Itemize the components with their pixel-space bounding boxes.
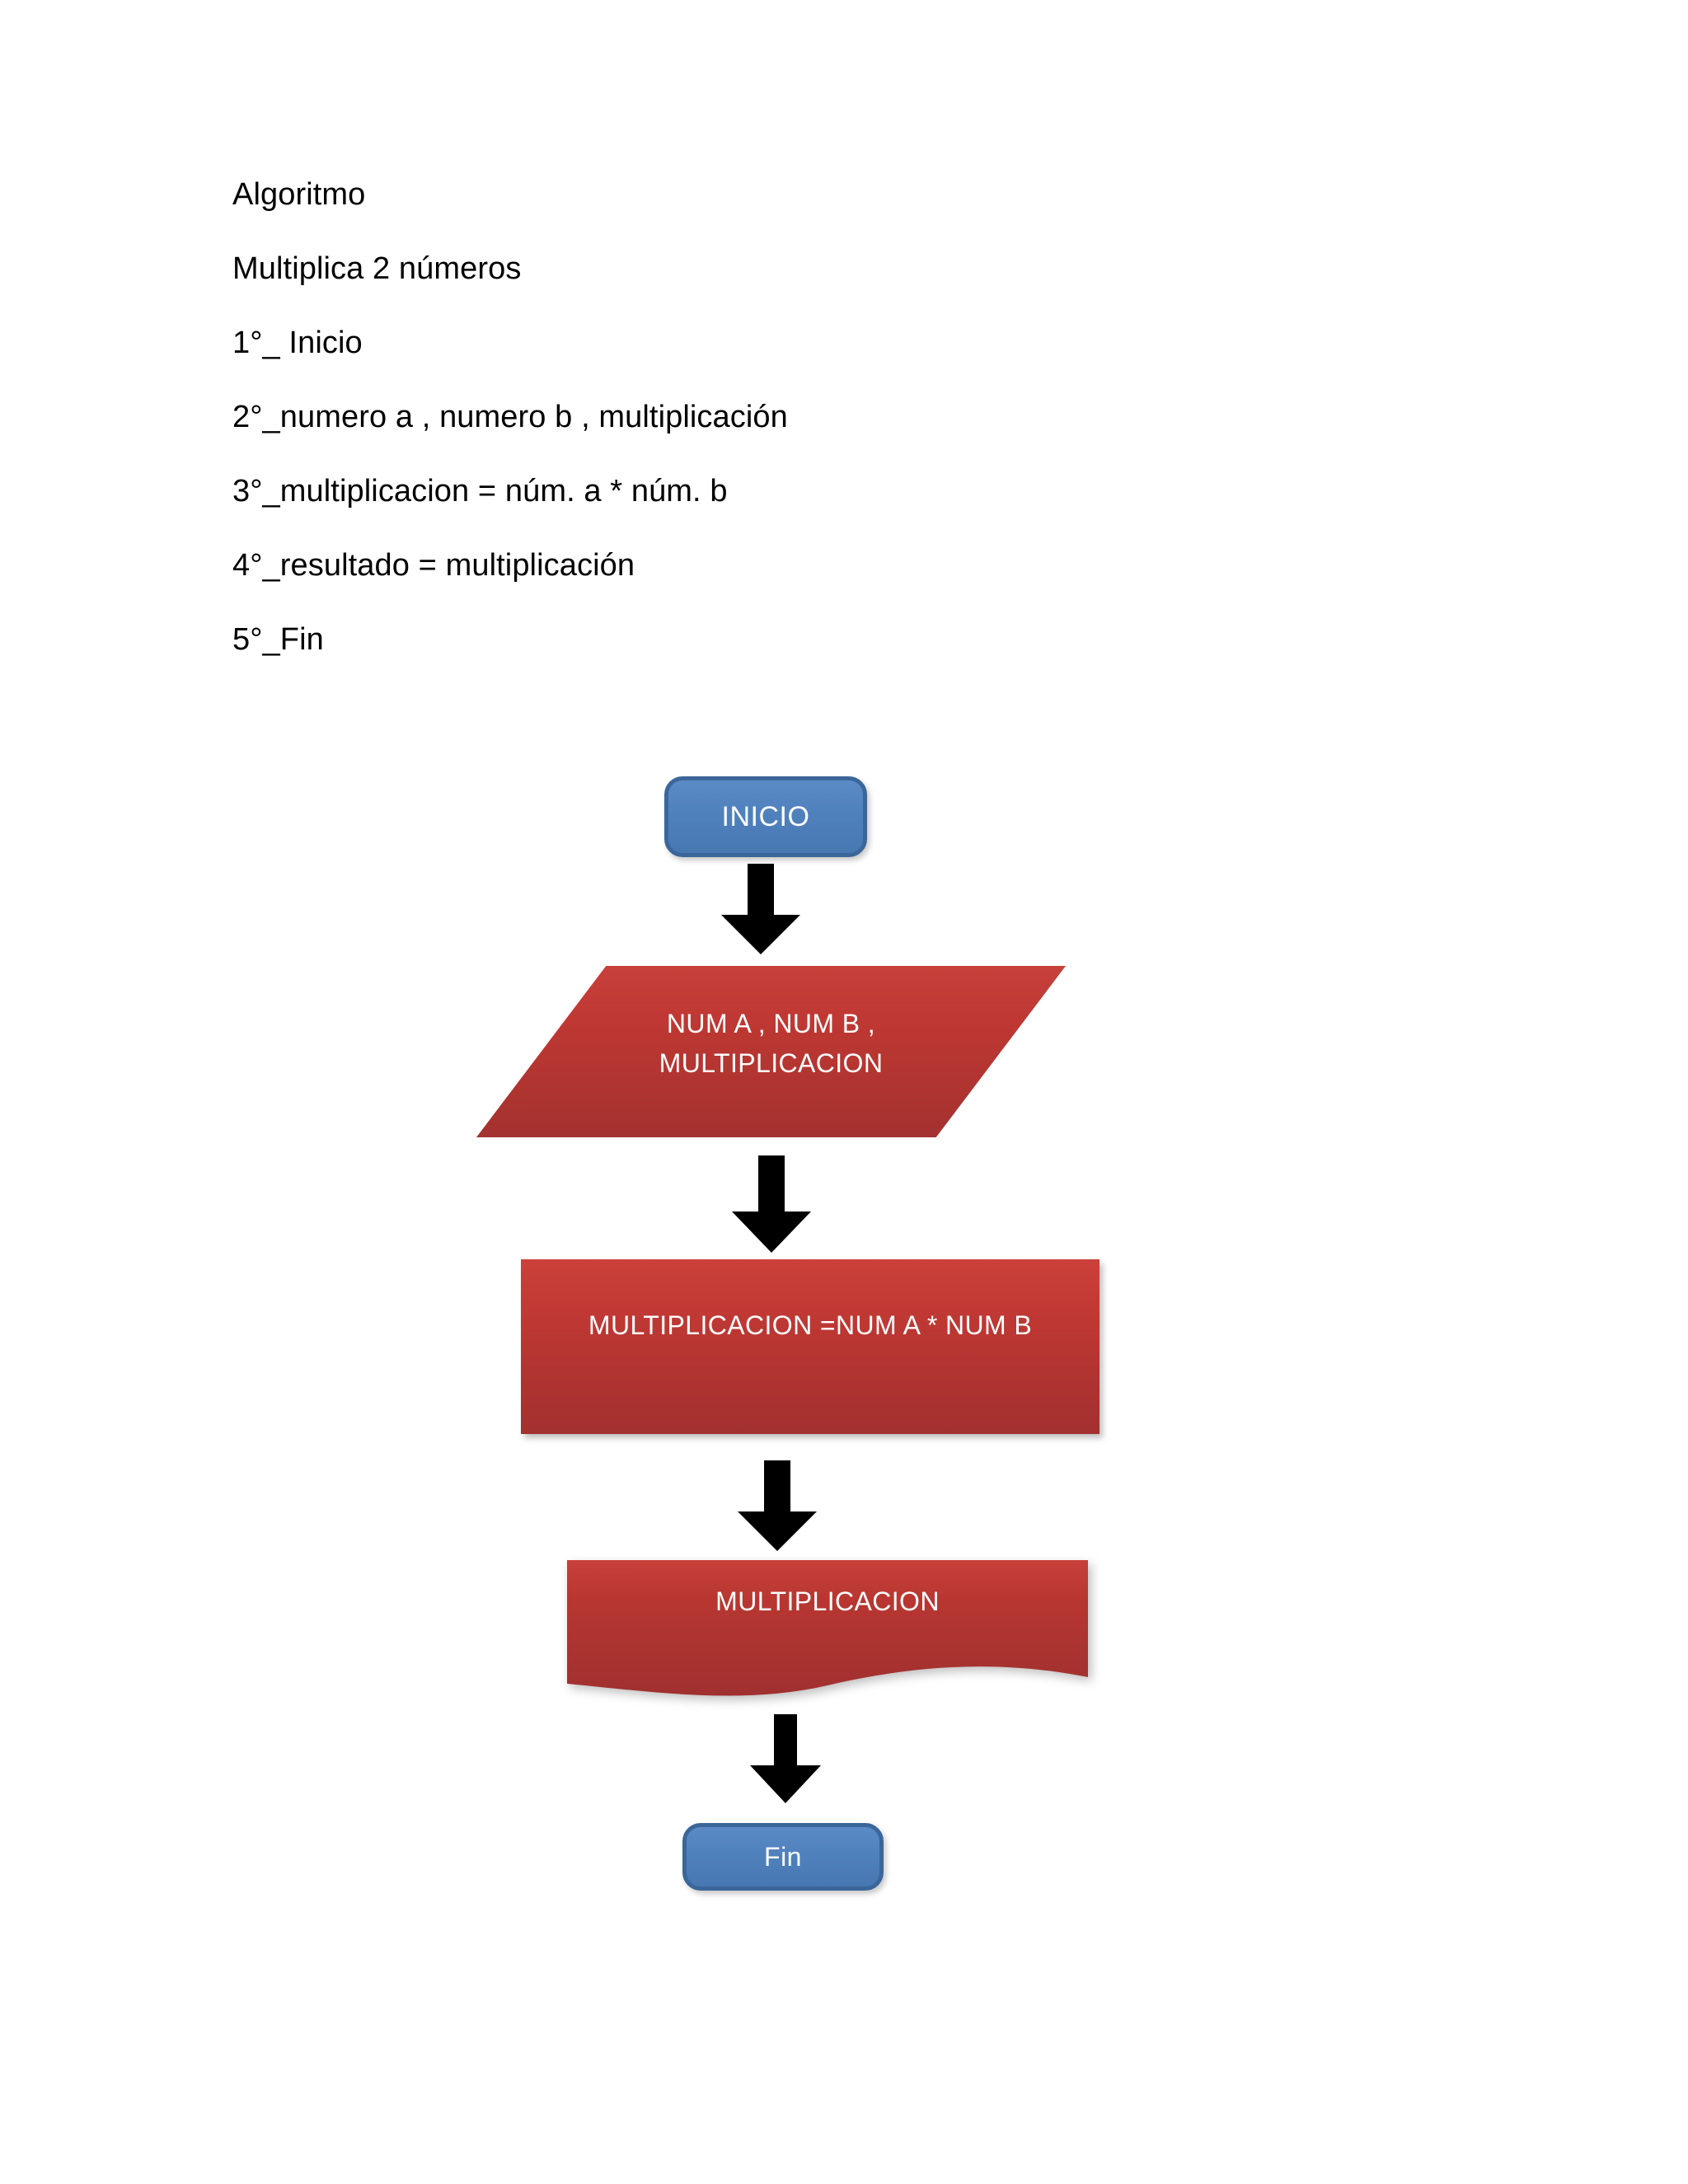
flowchart-node-start: INICIO	[664, 776, 867, 857]
algorithm-step-5: 5°_Fin	[232, 622, 324, 657]
flowchart-node-start-label: INICIO	[721, 800, 810, 832]
flow-arrow-start-to-input	[721, 864, 800, 954]
flowchart-node-process: MULTIPLICACION =NUM A * NUM B	[521, 1259, 1100, 1434]
algorithm-step-4: 4°_resultado = multiplicación	[232, 548, 635, 583]
algorithm-text-block: Algoritmo Multiplica 2 números 1°_ Inici…	[232, 178, 1386, 697]
flow-arrow-output-to-end	[750, 1714, 821, 1803]
flowchart-node-process-label: MULTIPLICACION =NUM A * NUM B	[588, 1310, 1033, 1340]
flowchart-node-input: NUM A , NUM B , MULTIPLICACION	[476, 966, 1066, 1137]
flowchart-node-output: MULTIPLICACION	[567, 1560, 1088, 1702]
algorithm-step-2: 2°_numero a , numero b , multiplicación	[232, 400, 788, 434]
algorithm-line-subtitle: Multiplica 2 números	[232, 251, 522, 286]
algorithm-line-title: Algoritmo	[232, 177, 366, 212]
flow-arrow-input-to-process	[732, 1155, 811, 1253]
algorithm-step-3: 3°_multiplicacion = núm. a * núm. b	[232, 474, 728, 509]
flowchart-node-output-label: MULTIPLICACION	[715, 1586, 940, 1616]
flow-arrow-process-to-output	[738, 1460, 817, 1551]
flowchart-node-input-line2: MULTIPLICACION	[659, 1048, 884, 1078]
document-shape	[567, 1560, 1088, 1696]
flowchart-node-input-text: NUM A , NUM B , MULTIPLICACION	[476, 1004, 1066, 1083]
algorithm-step-1: 1°_ Inicio	[232, 326, 363, 360]
flowchart-node-end-label: Fin	[764, 1841, 802, 1872]
flowchart-node-end: Fin	[682, 1823, 884, 1891]
flowchart-node-input-line1: NUM A , NUM B ,	[666, 1009, 876, 1038]
